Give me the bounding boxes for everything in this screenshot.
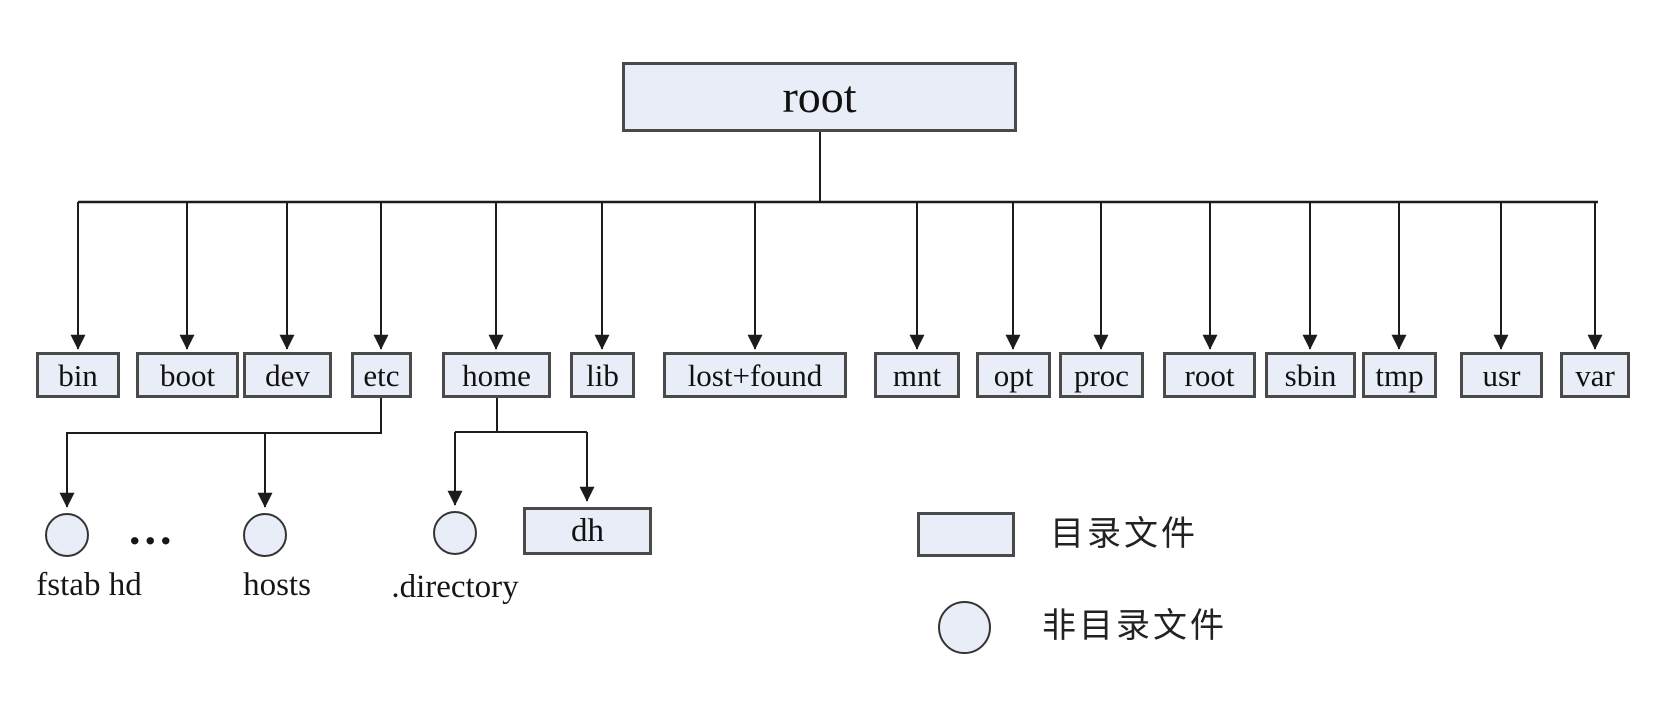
dir-node-sbin: sbin bbox=[1265, 352, 1356, 398]
file-label-directory: .directory bbox=[391, 569, 519, 605]
home-branch-connectors bbox=[447, 398, 595, 506]
dir-node-proc: proc bbox=[1059, 352, 1144, 398]
file-label-fstab-hd: fstab hd bbox=[36, 567, 142, 603]
dir-node-dh: dh bbox=[523, 507, 652, 555]
dir-node-boot: boot bbox=[136, 352, 239, 398]
legend-directory-swatch bbox=[917, 512, 1015, 557]
file-circle-fstab-hd bbox=[45, 513, 89, 557]
dir-node-opt: opt bbox=[976, 352, 1051, 398]
legend-non-directory-label: 非目录文件 bbox=[1042, 608, 1227, 645]
dir-node-etc: etc bbox=[351, 352, 412, 398]
dir-node-mnt: mnt bbox=[874, 352, 960, 398]
file-circle-hosts bbox=[243, 513, 287, 557]
dir-node-lib: lib bbox=[570, 352, 635, 398]
dir-node-home: home bbox=[442, 352, 551, 398]
dir-node-root-home: root bbox=[1163, 352, 1256, 398]
legend-directory-label: 目录文件 bbox=[1050, 516, 1198, 553]
file-label-hosts: hosts bbox=[243, 567, 311, 603]
dir-node-usr: usr bbox=[1460, 352, 1543, 398]
etc-branch-connectors bbox=[59, 398, 382, 508]
ellipsis-more-files: ... bbox=[129, 503, 176, 554]
dir-node-var: var bbox=[1560, 352, 1630, 398]
dir-node-lost-found: lost+found bbox=[663, 352, 847, 398]
dir-node-root: root bbox=[622, 62, 1017, 132]
legend-non-directory-swatch bbox=[938, 601, 991, 654]
dir-node-bin: bin bbox=[36, 352, 120, 398]
dir-node-dev: dev bbox=[243, 352, 332, 398]
dir-node-tmp: tmp bbox=[1362, 352, 1437, 398]
root-to-children-connectors bbox=[70, 132, 1603, 350]
file-circle-directory bbox=[433, 511, 477, 555]
